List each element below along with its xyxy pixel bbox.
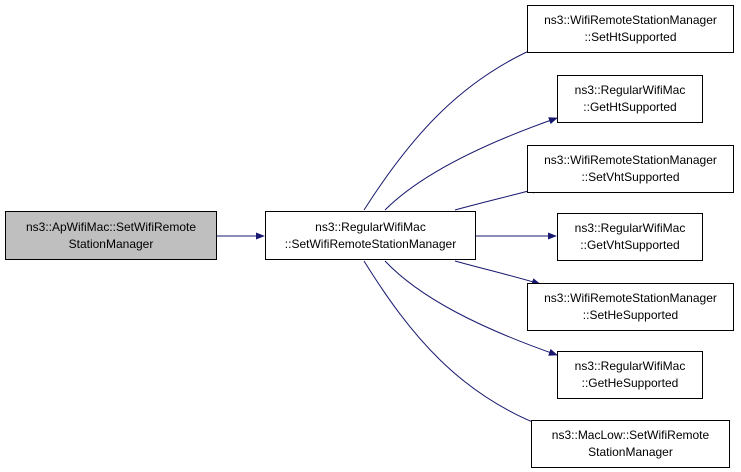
node-label-line2: ::GetHeSupported — [581, 376, 679, 390]
node-regularwifimac-gethesupported[interactable]: ns3::RegularWifiMac ::GetHeSupported — [557, 351, 703, 399]
node-wifiremotestationmanager-setvhtsupported[interactable]: ns3::WifiRemoteStationManager ::SetVhtSu… — [527, 145, 734, 193]
node-label-line1: ns3::WifiRemoteStationManager — [544, 13, 717, 27]
node-label-line2: ::SetHtSupported — [584, 30, 677, 44]
node-label-line1: ns3::RegularWifiMac — [574, 83, 686, 97]
node-regularwifimac-gethtsupported[interactable]: ns3::RegularWifiMac ::GetHtSupported — [557, 75, 703, 123]
node-label-line1: ns3::WifiRemoteStationManager — [544, 291, 717, 305]
edge-middle-to-get-he — [384, 260, 558, 356]
node-wifiremotestationmanager-sethesupported[interactable]: ns3::WifiRemoteStationManager ::SetHeSup… — [527, 283, 734, 331]
node-label-line1: ns3::RegularWifiMac — [574, 359, 686, 373]
node-label-line2: ::SetVhtSupported — [581, 170, 680, 184]
node-label-line1: ns3::ApWifiMac::SetWifiRemote — [25, 219, 197, 234]
node-label-line2: StationManager — [588, 445, 673, 459]
node-wifiremotestationmanager-sethtsupported[interactable]: ns3::WifiRemoteStationManager ::SetHtSup… — [527, 5, 734, 53]
edge-middle-to-maclow — [363, 260, 546, 428]
node-regularwifimac-getvhtsupported[interactable]: ns3::RegularWifiMac ::GetVhtSupported — [557, 213, 703, 261]
node-label-line1: ns3::MacLow::SetWifiRemote — [551, 428, 710, 442]
node-label-line2: ::GetHtSupported — [583, 100, 677, 114]
edge-middle-to-get-ht — [384, 117, 558, 211]
node-maclow-setwifiremotestationmanager[interactable]: ns3::MacLow::SetWifiRemote StationManage… — [531, 420, 730, 468]
edge-middle-to-set-he — [454, 260, 541, 286]
node-apwifimac-setwifiremotestationmanager[interactable]: ns3::ApWifiMac::SetWifiRemote StationMan… — [5, 211, 217, 260]
node-label-line2: StationManager — [68, 236, 154, 251]
node-label-line2: ::SetWifiRemoteStationManager — [284, 236, 457, 251]
node-label-line1: ns3::RegularWifiMac — [574, 221, 686, 235]
node-label-line1: ns3::WifiRemoteStationManager — [544, 153, 717, 167]
node-label-line1: ns3::RegularWifiMac — [315, 219, 426, 234]
node-label-line2: ::GetVhtSupported — [580, 238, 680, 252]
node-regularwifimac-setwifiremotestationmanager[interactable]: ns3::RegularWifiMac ::SetWifiRemoteStati… — [265, 211, 476, 260]
node-label-line2: ::SetHeSupported — [582, 308, 679, 322]
edge-middle-to-set-ht — [363, 45, 541, 211]
